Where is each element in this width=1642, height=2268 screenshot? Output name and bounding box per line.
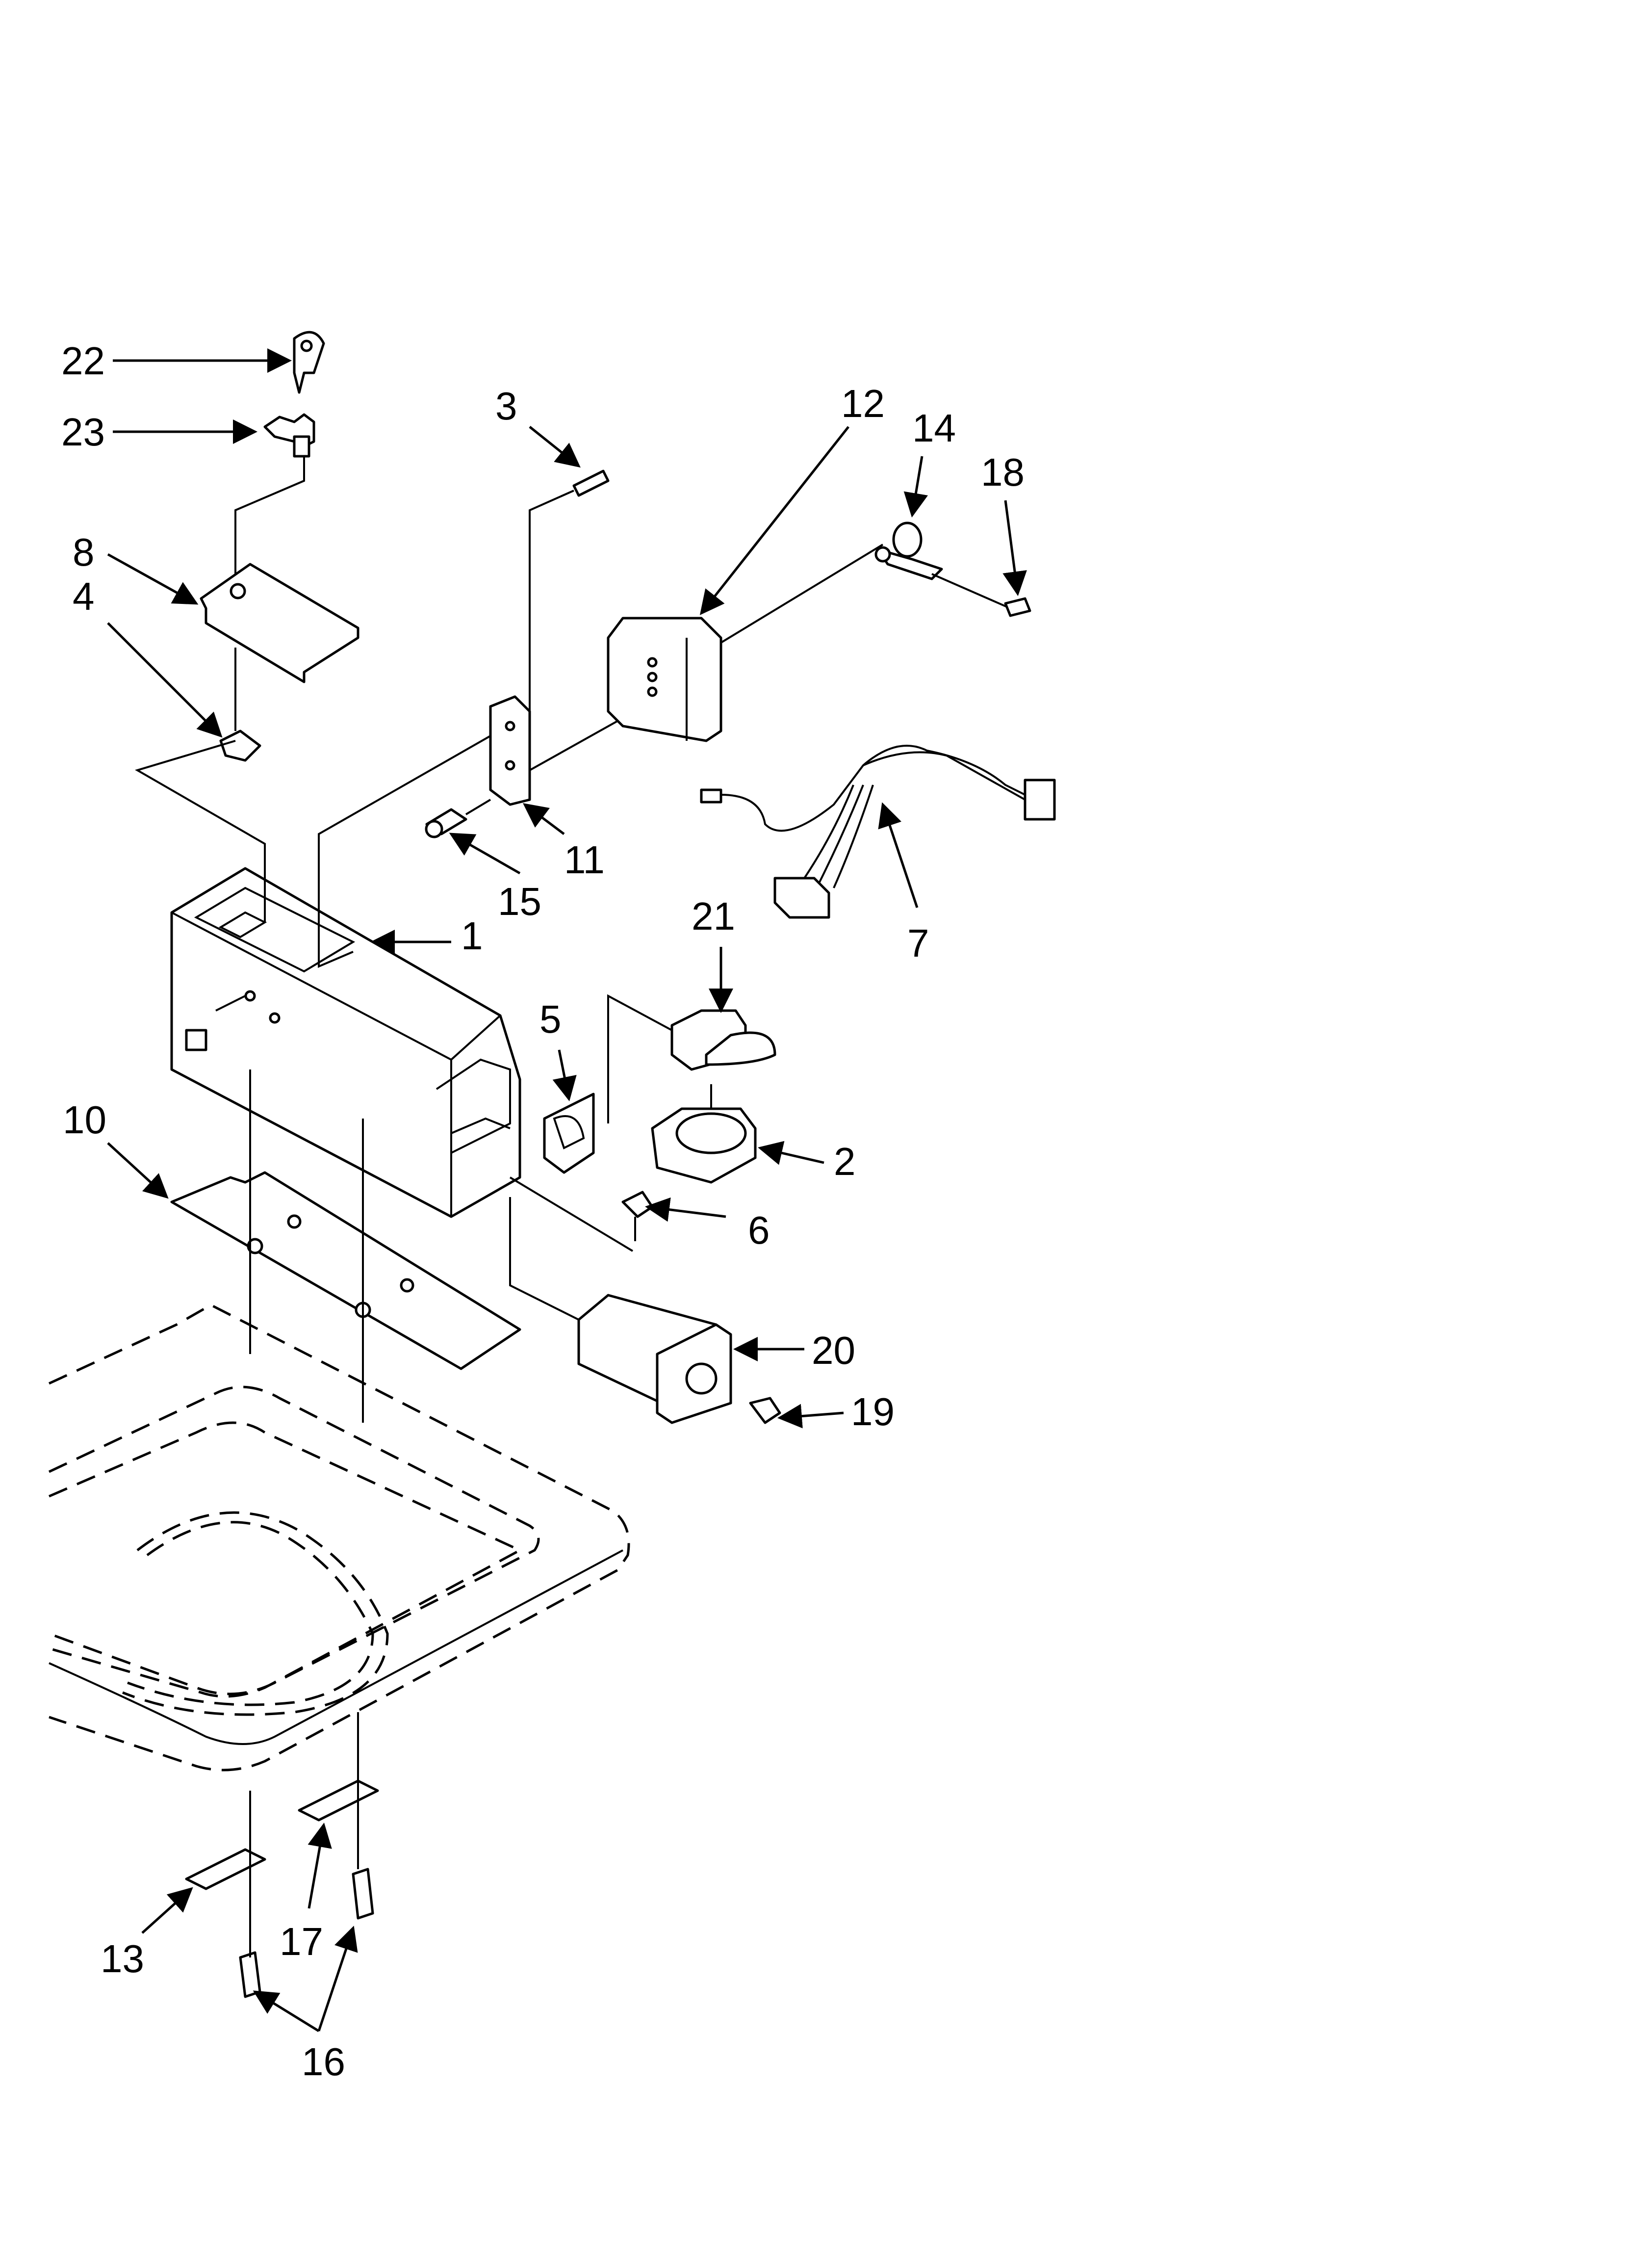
label-8: 8 bbox=[73, 530, 95, 574]
label-7: 7 bbox=[907, 921, 929, 965]
part-21-lever bbox=[670, 1009, 776, 1071]
label-11: 11 bbox=[564, 838, 605, 882]
label-22: 22 bbox=[61, 339, 105, 383]
part-8-bracket bbox=[200, 563, 359, 683]
part-7-harness bbox=[700, 745, 1056, 919]
label-1: 1 bbox=[461, 914, 483, 958]
part-20-solenoid bbox=[577, 1294, 732, 1424]
part-17-bracket bbox=[298, 1779, 379, 1822]
label-5: 5 bbox=[539, 997, 562, 1041]
part-12-control-box bbox=[607, 617, 722, 742]
label-20: 20 bbox=[812, 1329, 855, 1372]
label-23: 23 bbox=[61, 410, 105, 454]
label-6: 6 bbox=[748, 1208, 770, 1252]
part-4-clip bbox=[219, 730, 261, 762]
part-11-bracket bbox=[489, 695, 531, 806]
label-19: 19 bbox=[851, 1390, 895, 1434]
part-18-set-screw bbox=[1004, 597, 1031, 617]
label-21: 21 bbox=[692, 894, 735, 938]
part-6-screw bbox=[621, 1191, 654, 1218]
label-14: 14 bbox=[912, 406, 956, 450]
part-23-lock bbox=[263, 413, 315, 458]
label-13: 13 bbox=[101, 1937, 144, 1981]
part-1-housing bbox=[170, 867, 521, 1218]
leader-arrows bbox=[107, 348, 1027, 2033]
part-5-plate bbox=[543, 1093, 595, 1174]
washer-top-outline bbox=[48, 1303, 630, 1772]
part-16-screw-left bbox=[239, 1951, 261, 1998]
label-18: 18 bbox=[981, 450, 1025, 494]
part-10-gasket bbox=[170, 1171, 521, 1370]
part-3-screw bbox=[572, 469, 610, 497]
part-14-knob bbox=[874, 521, 943, 580]
label-16: 16 bbox=[302, 2040, 345, 2084]
label-2: 2 bbox=[834, 1140, 856, 1183]
label-3: 3 bbox=[495, 384, 517, 428]
label-12: 12 bbox=[841, 382, 885, 425]
label-10: 10 bbox=[63, 1098, 106, 1142]
part-16-screw-right bbox=[352, 1868, 374, 1920]
part-2-cup bbox=[651, 1107, 757, 1184]
part-13-bracket bbox=[185, 1848, 266, 1890]
part-19-clip bbox=[749, 1397, 781, 1424]
part-22-key bbox=[293, 331, 325, 394]
label-4: 4 bbox=[73, 574, 95, 618]
label-17: 17 bbox=[280, 1920, 323, 1963]
label-15: 15 bbox=[498, 880, 541, 923]
